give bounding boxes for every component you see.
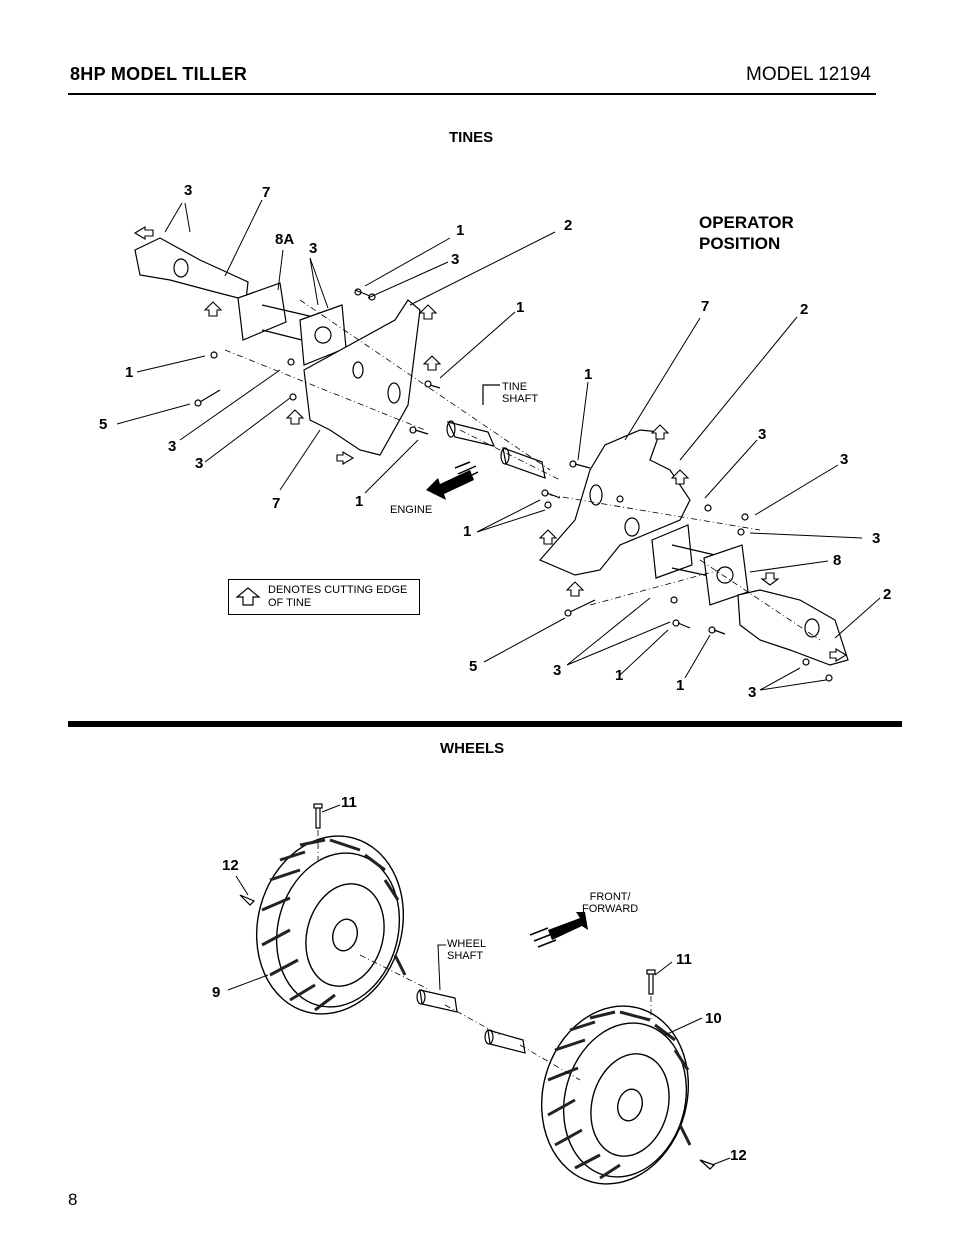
right-outer-tine — [737, 589, 849, 666]
tine-shaft-line-2: SHAFT — [502, 393, 539, 405]
cutting-edge-legend: DENOTES CUTTING EDGE OF TINE — [228, 579, 420, 615]
callout-5: 5 — [99, 416, 108, 433]
callout-8a: 8A — [275, 231, 295, 248]
callout-1: 1 — [584, 366, 593, 383]
front-forward-arrow — [529, 912, 588, 948]
right-hub-flange-a — [651, 524, 693, 579]
wheel-shaft-line-2: SHAFT — [447, 950, 484, 962]
callout-3: 3 — [309, 240, 318, 257]
callout-2: 2 — [800, 301, 809, 318]
legend-line-1: DENOTES CUTTING EDGE — [268, 584, 408, 596]
callout-1: 1 — [615, 667, 624, 684]
callout-3: 3 — [748, 684, 757, 701]
wheel-pins — [239, 803, 716, 1170]
callout-11: 11 — [676, 951, 692, 968]
callout-3: 3 — [195, 455, 204, 472]
cutting-edge-arrow-icon — [235, 587, 261, 606]
wheel-shaft-line-1: WHEEL — [447, 938, 487, 950]
operator-position-label: OPERATOR POSITION — [699, 212, 794, 254]
tine-shaft-line-1: TINE — [502, 381, 528, 393]
left-wheel — [255, 835, 407, 1015]
legend-line-2: OF TINE — [268, 597, 312, 609]
callout-3: 3 — [553, 662, 562, 679]
callout-11: 11 — [341, 794, 357, 811]
section-divider — [68, 721, 902, 727]
tine-shaft — [446, 421, 496, 447]
callout-7: 7 — [272, 495, 281, 512]
front-forward-line-2: FORWARD — [582, 903, 639, 915]
callout-3: 3 — [168, 438, 177, 455]
callout-9: 9 — [212, 984, 221, 1001]
callout-2: 2 — [564, 217, 573, 234]
right-inner-tine — [539, 429, 691, 576]
engine-direction-arrow — [426, 461, 479, 500]
model-number: MODEL 12194 — [746, 64, 871, 85]
callout-7: 7 — [262, 184, 271, 201]
operator-position-line-1: OPERATOR — [699, 213, 794, 232]
callout-5: 5 — [469, 658, 478, 675]
document-title: 8HP MODEL TILLER — [70, 64, 248, 84]
header-rule — [68, 93, 876, 95]
engine-label: ENGINE — [390, 504, 433, 516]
callout-3: 3 — [451, 251, 460, 268]
fasteners — [194, 288, 833, 682]
callout-7: 7 — [701, 298, 710, 315]
callout-1: 1 — [355, 493, 364, 510]
wheels-section-title: WHEELS — [440, 740, 505, 757]
callout-1: 1 — [516, 299, 525, 316]
callout-3: 3 — [840, 451, 849, 468]
callout-8: 8 — [833, 552, 842, 569]
page-number: 8 — [68, 1190, 78, 1209]
cutting-edge-arrows — [133, 226, 848, 662]
callout-2: 2 — [883, 586, 892, 603]
callout-10: 10 — [705, 1010, 722, 1027]
front-forward-label: FRONT/ FORWARD — [582, 891, 638, 915]
callout-1: 1 — [676, 677, 685, 694]
tines-section-title: TINES — [449, 129, 494, 146]
left-hub-flange — [237, 282, 287, 341]
right-wheel — [540, 1005, 692, 1185]
operator-position-line-2: POSITION — [699, 234, 781, 253]
callout-3: 3 — [758, 426, 767, 443]
callout-3: 3 — [184, 182, 193, 199]
wheel-shaft-label: WHEEL SHAFT — [447, 938, 486, 962]
callout-12: 12 — [730, 1147, 747, 1164]
callout-1: 1 — [125, 364, 134, 381]
callout-1: 1 — [463, 523, 472, 540]
callout-12: 12 — [222, 857, 239, 874]
wheel-shaft — [416, 989, 526, 1054]
front-forward-line-1: FRONT/ — [589, 891, 631, 903]
callout-1: 1 — [456, 222, 465, 239]
tine-shaft-label: TINE SHAFT — [502, 381, 538, 405]
callout-3: 3 — [872, 530, 881, 547]
legend-text: DENOTES CUTTING EDGE OF TINE — [268, 584, 407, 610]
